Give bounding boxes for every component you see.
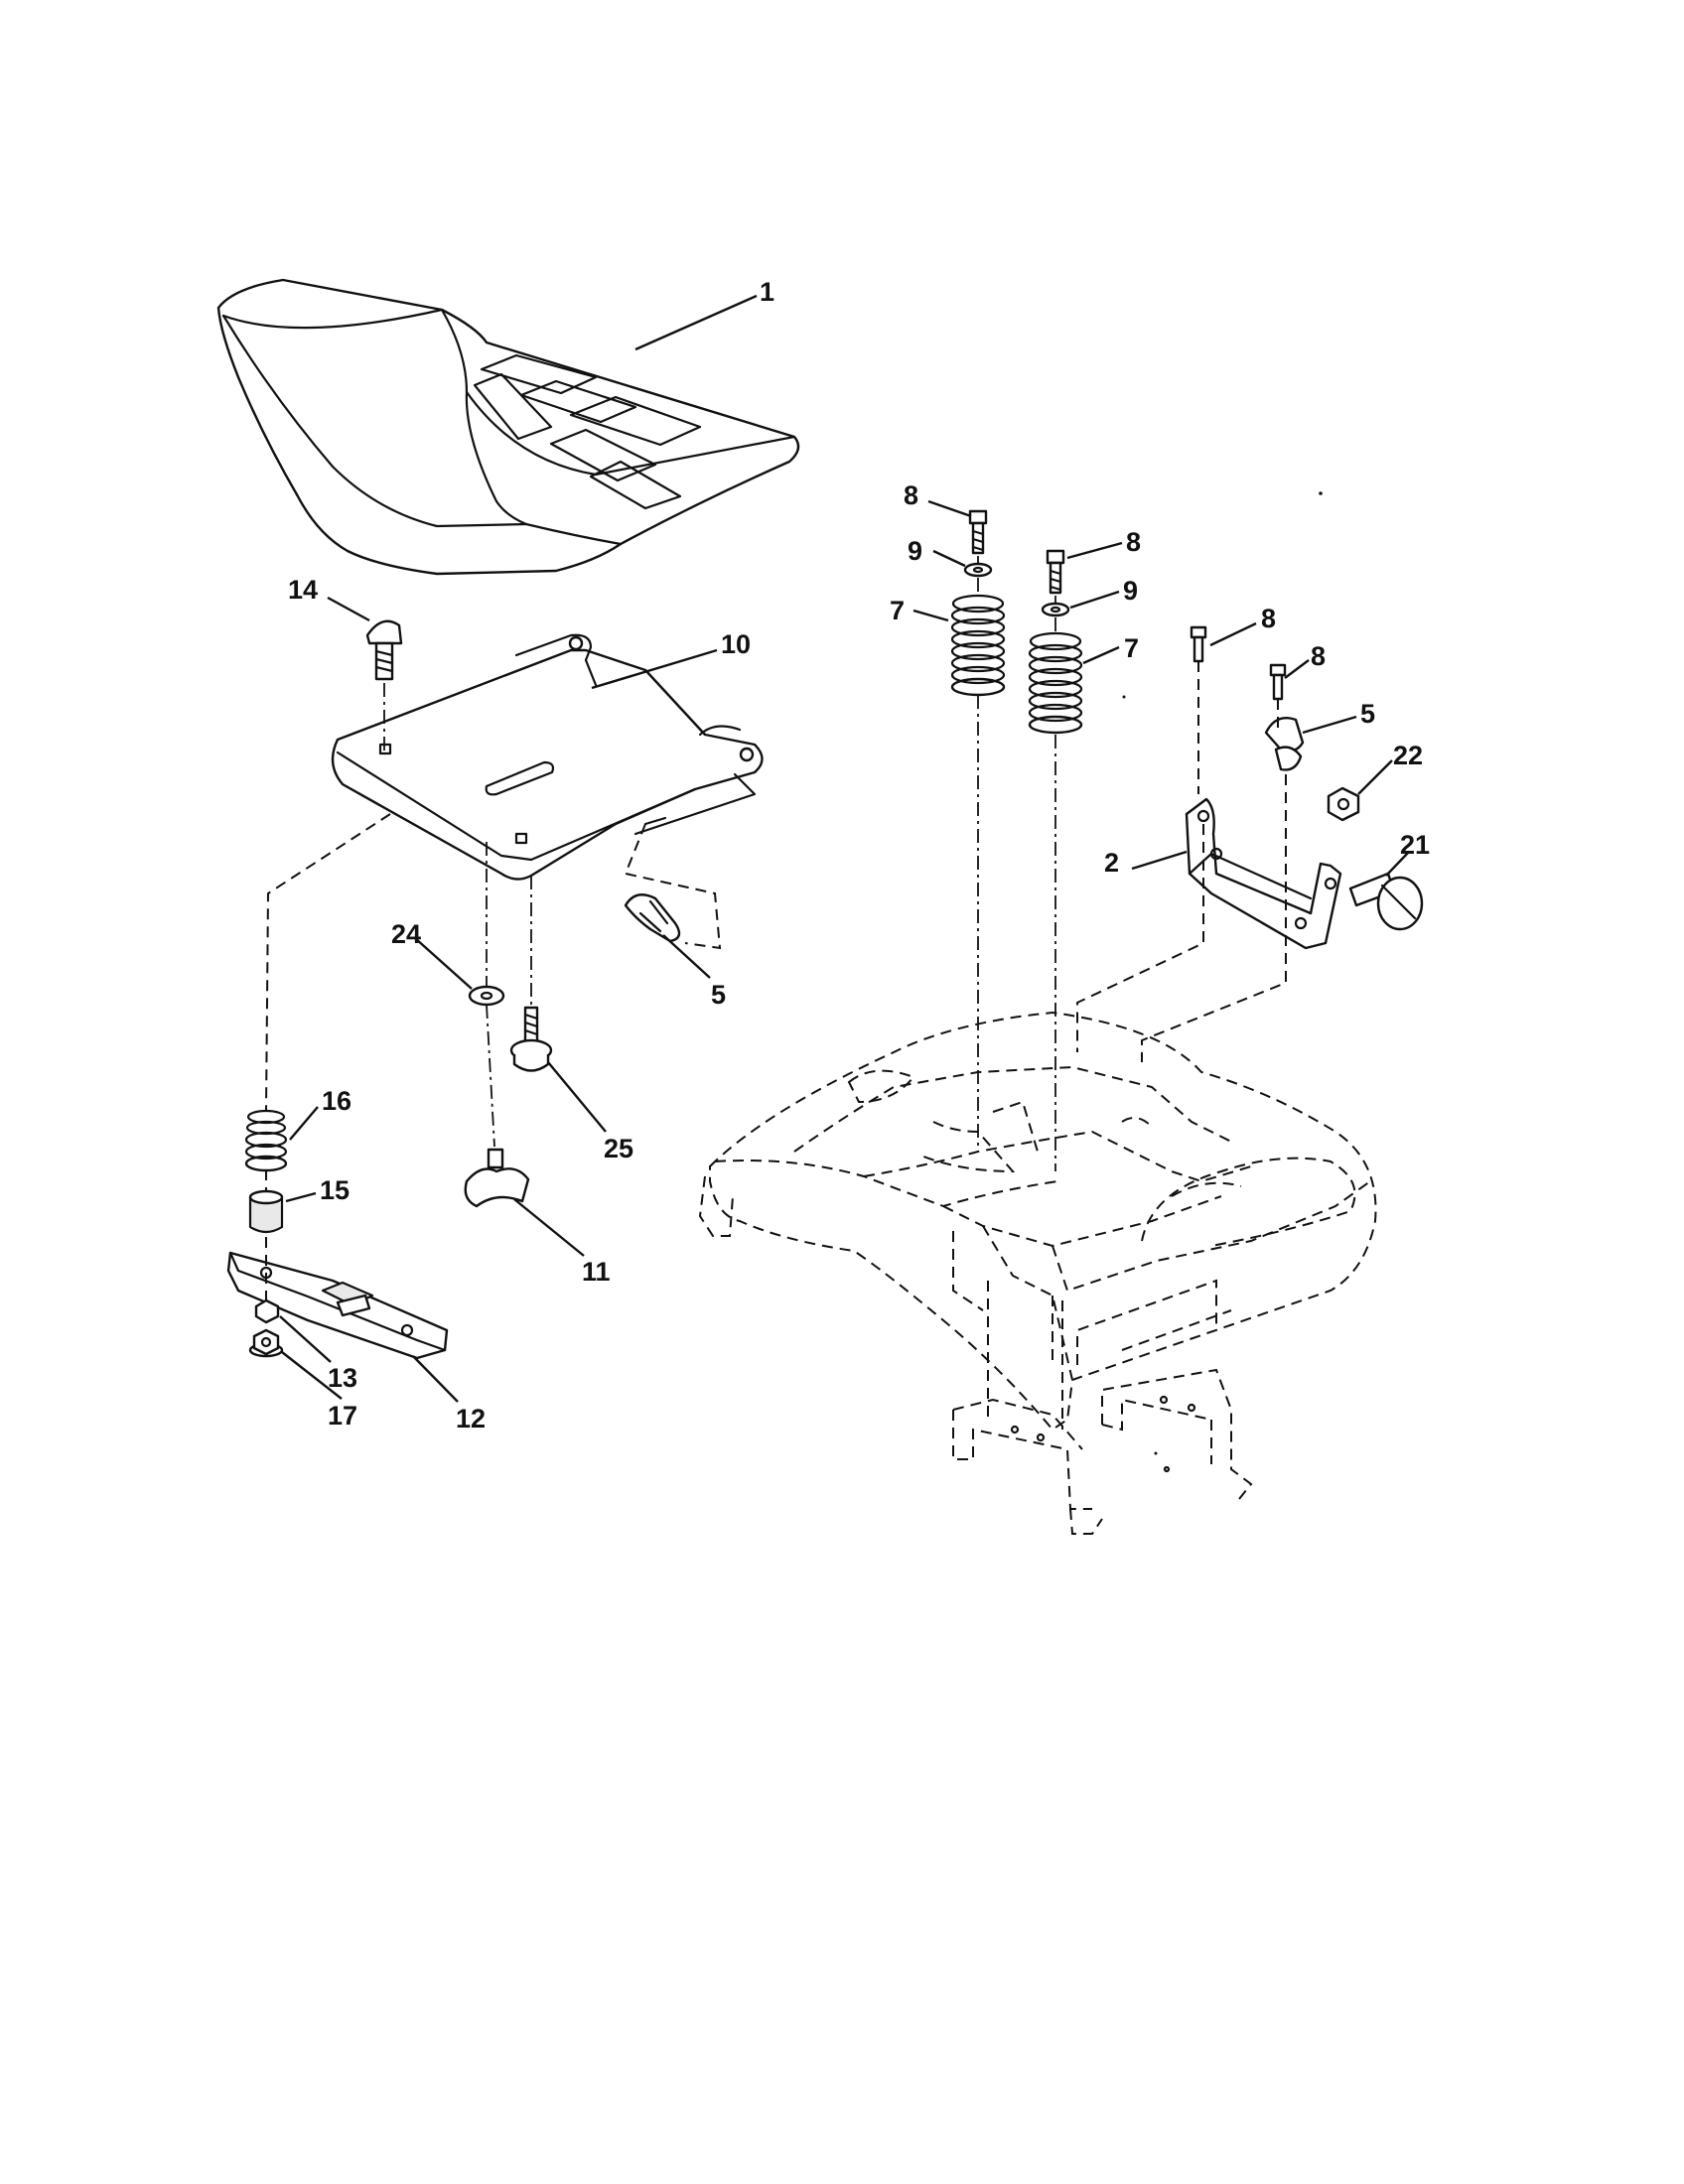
callout-17: 17	[328, 1401, 357, 1431]
seat-spring-part-2	[1028, 631, 1083, 735]
hex-nut-part	[254, 1298, 280, 1324]
callout-12: 12	[456, 1404, 486, 1433]
shoulder-bolt-part	[509, 1006, 553, 1072]
callout-7-a: 7	[890, 596, 905, 625]
callout-5-right: 5	[1360, 699, 1375, 729]
pivot-bracket-part	[1185, 797, 1342, 950]
lock-washer-part-1	[963, 562, 993, 578]
callout-10: 10	[721, 629, 751, 659]
seat-slide-bracket-part	[226, 1251, 449, 1360]
spring-clip-part-right	[1264, 716, 1305, 771]
right-assembly-lines	[977, 556, 1287, 1171]
bolt-part-4	[1269, 663, 1287, 701]
callout-8-a: 8	[904, 480, 918, 510]
callout-16: 16	[322, 1086, 351, 1116]
adjustment-knob-part	[464, 1148, 530, 1208]
callout-25: 25	[604, 1134, 633, 1163]
callout-11: 11	[582, 1257, 611, 1287]
shoulder-bolt-part-right	[1348, 872, 1424, 931]
spring-clip-part-left	[624, 893, 681, 943]
spacer-part	[248, 1189, 284, 1234]
callout-22: 22	[1393, 741, 1423, 770]
seat-part	[216, 278, 800, 576]
bolt-part-2	[1046, 549, 1065, 595]
callout-8-c: 8	[1261, 604, 1276, 633]
callout-1: 1	[760, 277, 774, 307]
leader-lines	[279, 294, 1409, 1403]
flange-lock-nut-part	[248, 1328, 284, 1358]
bolt-part-1	[968, 509, 988, 555]
callout-15: 15	[320, 1175, 350, 1205]
callout-9-b: 9	[1123, 576, 1138, 606]
callout-5-left: 5	[711, 980, 726, 1010]
callout-2: 2	[1104, 848, 1119, 878]
callout-24: 24	[391, 919, 421, 949]
tractor-frame-outline	[698, 1011, 1377, 1535]
hex-nut-part-right	[1327, 786, 1360, 822]
callout-8-d: 8	[1311, 641, 1326, 671]
compression-spring-part	[244, 1109, 288, 1172]
seat-spring-part-1	[950, 594, 1006, 697]
callout-14: 14	[288, 575, 318, 605]
carriage-bolt-part	[365, 619, 403, 681]
callout-7-b: 7	[1124, 633, 1139, 663]
callout-21: 21	[1400, 830, 1430, 860]
callout-9-a: 9	[908, 536, 922, 566]
bolt-part-3	[1190, 625, 1207, 663]
callout-labels: 1 14 10 5 24 25 16 15 11 13 17 12 8 9 7 …	[288, 277, 1430, 1433]
seat-pan-part	[331, 633, 764, 881]
lock-washer-part-2	[1041, 602, 1070, 617]
callout-8-b: 8	[1126, 527, 1141, 557]
flat-washer-part	[468, 985, 505, 1007]
callout-13: 13	[328, 1363, 357, 1393]
left-assembly-lines	[265, 683, 722, 1300]
